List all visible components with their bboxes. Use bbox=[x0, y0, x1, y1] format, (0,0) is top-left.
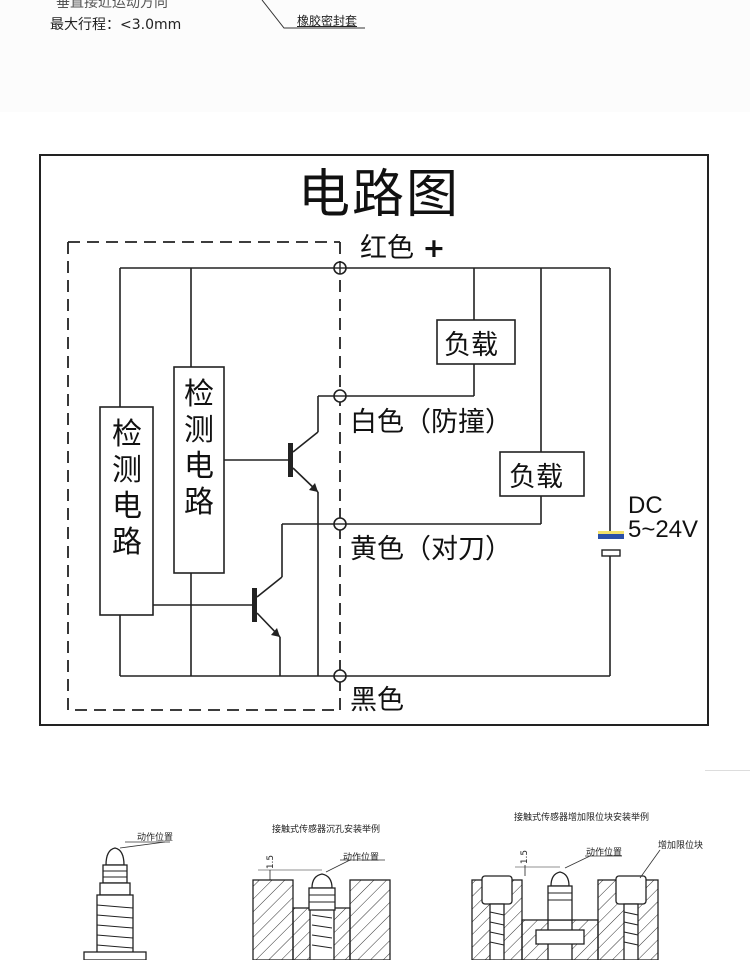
black-wire-label: 黑色 bbox=[350, 685, 404, 716]
fig3-block-label: 增加限位块 bbox=[658, 841, 704, 851]
transistor-2-base bbox=[252, 588, 257, 622]
top-spec-section bbox=[0, 0, 750, 112]
load-1-label: 负载 bbox=[444, 330, 498, 361]
terminal-yellow bbox=[333, 517, 347, 531]
yellow-wire-label: 黄色（对刀） bbox=[350, 534, 512, 565]
plus-sign: + bbox=[422, 233, 446, 264]
battery-negative-plate bbox=[601, 549, 621, 557]
fig2-action-label: 动作位置 bbox=[343, 853, 380, 863]
red-wire-text: 红色 bbox=[360, 233, 414, 264]
seal-leader-line bbox=[261, 0, 365, 29]
fig2-dimension: 1.5 bbox=[266, 854, 277, 870]
fig2-title: 接触式传感器沉孔安装举例 bbox=[272, 825, 381, 835]
dc-label: DC bbox=[628, 492, 663, 519]
terminal-white bbox=[333, 389, 347, 403]
detect-box-inner bbox=[173, 366, 225, 574]
sensor-figure-3 bbox=[471, 849, 661, 960]
seal-label: 橡胶密封套 bbox=[297, 14, 358, 28]
diagram-frame bbox=[39, 154, 709, 726]
transistor-1-base bbox=[288, 443, 293, 477]
white-wire-label: 白色（防撞） bbox=[350, 407, 512, 438]
circuit-diagram bbox=[39, 154, 709, 726]
battery-positive-plate bbox=[598, 531, 624, 539]
diagram-title: 电路图 bbox=[298, 165, 461, 225]
detect-box-left bbox=[99, 406, 154, 616]
load-2-label: 负载 bbox=[509, 462, 563, 493]
max-stroke-text: 最大行程：<3.0mm bbox=[50, 17, 182, 33]
fig3-dimension: 1.5 bbox=[520, 849, 531, 865]
installation-examples bbox=[83, 770, 750, 960]
fig3-title: 接触式传感器增加限位块安装举例 bbox=[514, 813, 650, 823]
sensor-figure-2 bbox=[252, 859, 391, 960]
cut-off-line: 垂直接近运动方向 bbox=[56, 0, 168, 11]
terminal-black bbox=[333, 669, 347, 683]
red-wire-label: 红色 + bbox=[360, 226, 445, 265]
fig1-action-label: 动作位置 bbox=[137, 833, 174, 843]
voltage-label: 5~24V bbox=[628, 516, 699, 543]
sensor-boundary bbox=[67, 241, 341, 711]
detect-left-label: 检测电路 bbox=[112, 417, 142, 560]
load-box-2 bbox=[499, 451, 585, 497]
terminal-red bbox=[333, 261, 347, 275]
load-box-1 bbox=[436, 319, 516, 365]
sensor-figure-1 bbox=[83, 841, 170, 960]
detect-inner-label: 检测电路 bbox=[184, 377, 214, 520]
fig3-action-label: 动作位置 bbox=[586, 848, 623, 858]
